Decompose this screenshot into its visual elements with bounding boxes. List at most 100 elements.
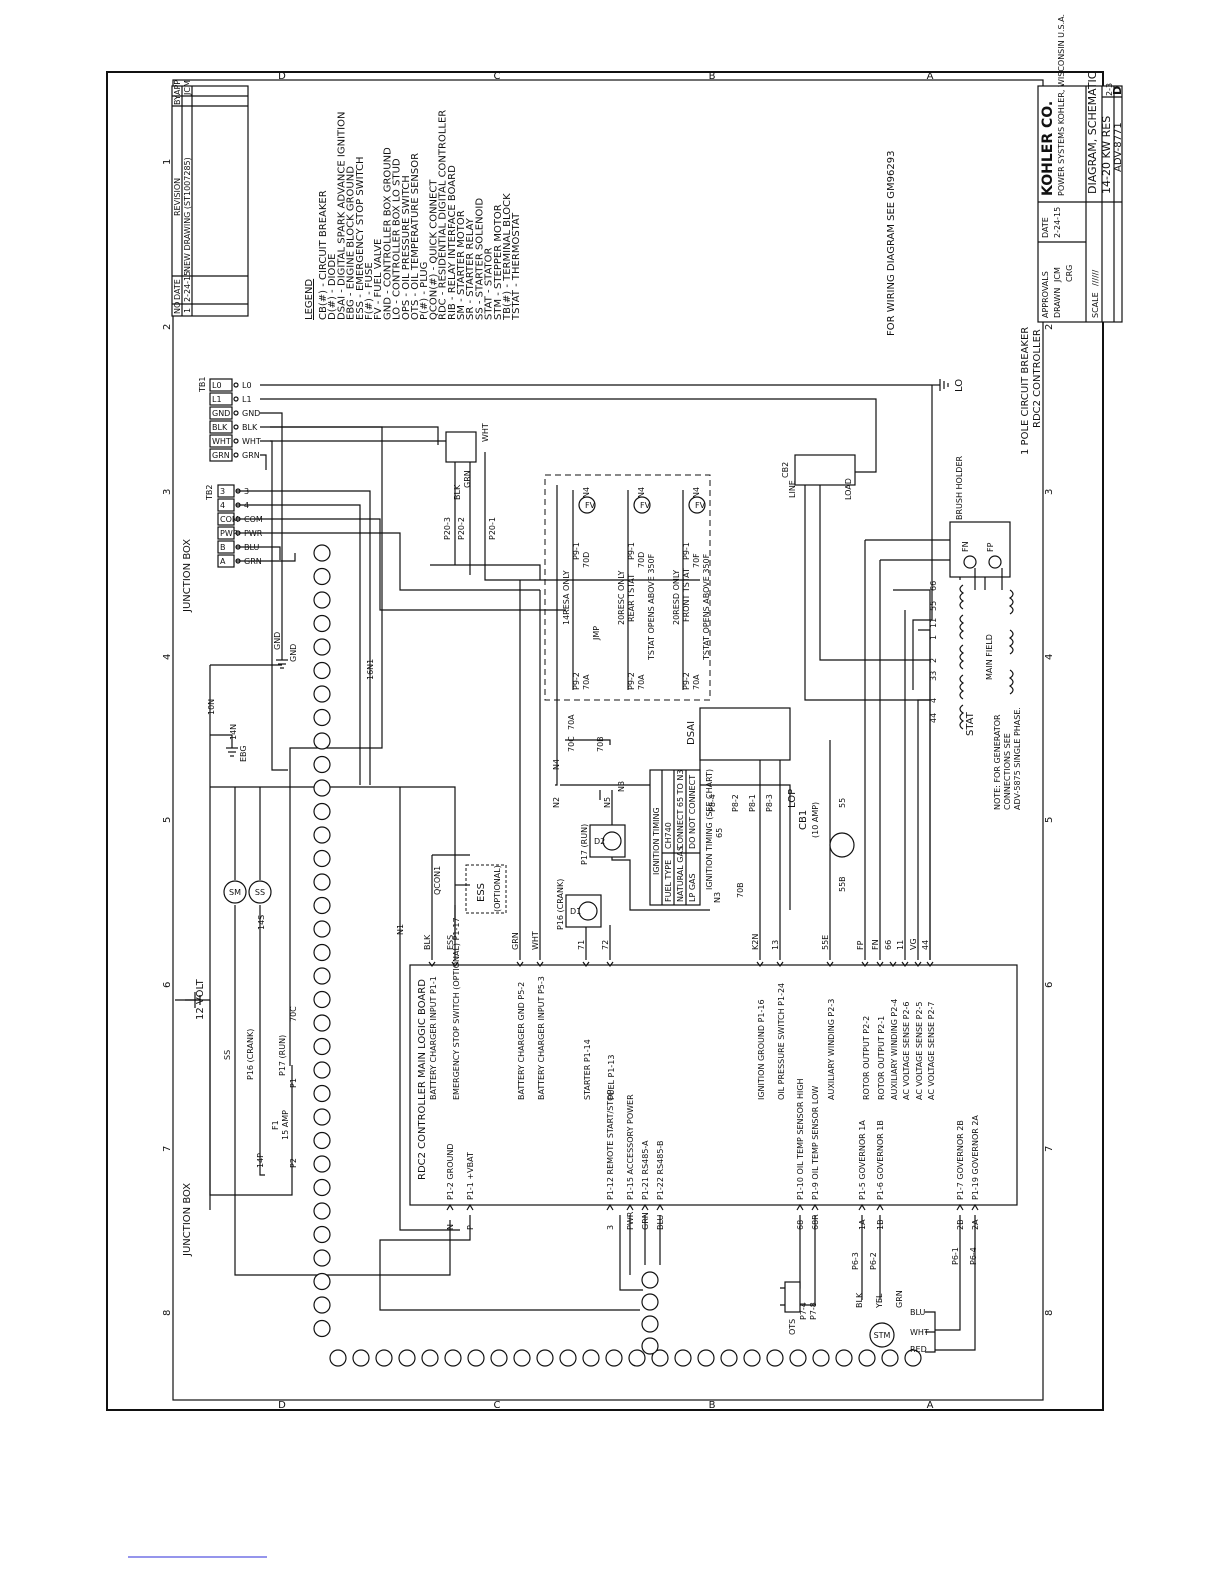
stator-tap-label: 44	[929, 713, 938, 723]
wire-p2: P2	[289, 1158, 298, 1168]
p8-1-label: P8-1	[748, 794, 757, 812]
stm-grn-label: GRN	[895, 1290, 904, 1308]
legend-item: TSTAT - THERMOSTAT	[511, 212, 522, 321]
controller-bottom-pin: P1-22 RS485-B	[656, 1140, 665, 1200]
legend-item: EBG - ENGINE BLOCK GROUND	[346, 166, 357, 320]
fuel-wire-c: N4	[637, 487, 646, 498]
controller-bottom-pin: P1-9 OIL TEMP SENSOR LOW	[811, 1086, 820, 1200]
rev-row-desc: NEW DRAWING (ST1007285)	[183, 157, 192, 272]
main-field-label: MAIN FIELD	[985, 634, 994, 680]
controller-top-wire: FP	[856, 940, 865, 950]
legend-item: ESS - EMERGENCY STOP SWITCH	[355, 156, 366, 320]
fuel-wire-b: 70D	[637, 552, 646, 568]
emergency-stop-switch: QCON1 ESS (OPTIONAL)	[433, 864, 507, 914]
zone-bottom-a: A	[927, 1400, 934, 1411]
legend-item: RDC - RESIDENTIAL DIGITAL CONTROLLER	[438, 110, 449, 320]
cable-link	[641, 1293, 659, 1311]
fuel-plug-b: P9-1	[682, 542, 691, 560]
legend-item: OPS - OIL PRESSURE SWITCH	[401, 175, 412, 320]
terminal-b	[217, 540, 235, 554]
cable-link	[720, 1349, 738, 1367]
stepper-motor: STM BLU WHT RED	[869, 1308, 936, 1354]
title-line2: 14-20 KW RES	[1100, 116, 1113, 194]
stat-note-2: CONNECTIONS SEE	[1003, 733, 1012, 810]
gnd-label: GND	[289, 644, 298, 662]
ground-symbol-ebg	[226, 747, 238, 757]
controller-bottom-pin: P1-10 OIL TEMP SENSOR HIGH	[796, 1078, 805, 1200]
controller-bottom-pin: P1-15 ACCESSORY POWER	[626, 1094, 635, 1200]
ebg-label: EBG	[239, 745, 248, 762]
controller-bottom-pin: P1-12 REMOTE START/STOP	[606, 1090, 615, 1200]
cable-link	[835, 1349, 853, 1367]
controller-bottom-wire: BLU	[656, 1214, 665, 1230]
zone-right-3: 3	[1044, 489, 1055, 495]
outer-frame	[106, 71, 1104, 1411]
cable-link	[313, 1061, 331, 1079]
p17-run-label: P17 (RUN)	[278, 1035, 287, 1076]
wire-network	[185, 384, 986, 1367]
starter-solenoid: SS	[248, 880, 272, 904]
terminal-label: L0	[212, 381, 222, 390]
fuel-valve-label: FV	[640, 501, 651, 510]
controller-top-wire: VG	[909, 938, 918, 950]
cable-link	[313, 1249, 331, 1267]
controller-top-pin: OIL PRESSURE SWITCH P1-24	[777, 983, 786, 1100]
terminal-label: WHT	[212, 437, 231, 446]
controller-top-wire: BLK	[423, 934, 432, 950]
cable-link	[313, 826, 331, 844]
inner-frame	[172, 79, 1044, 1401]
wire-70b: 70B	[736, 882, 745, 898]
controller-top-pin: BATTERY CHARGER INPUT P5-3	[537, 976, 546, 1100]
cable-link	[789, 1349, 807, 1367]
date-label: DATE	[1041, 217, 1050, 238]
controller-bottom-wire: N	[446, 1224, 455, 1230]
sheet-number: 2-3	[1105, 83, 1114, 96]
fuel-box-sub: REAR TSTAT	[627, 574, 636, 622]
fuel-box-note: TSTAT OPENS ABOVE 350F	[702, 553, 711, 661]
drawn-by: JCM	[1053, 267, 1062, 283]
ignition-row1-value: CONNECT 65 TO N3	[676, 770, 685, 849]
circuit-breaker-cb1: CB1 (10 AMP) 55 55B	[798, 798, 855, 892]
company-name: KOHLER CO.	[1040, 101, 1056, 196]
terminal-wire-label: L1	[242, 395, 252, 404]
terminal-label: BLK	[212, 423, 228, 432]
cable-link	[313, 591, 331, 609]
wire-gnd: GND	[273, 632, 282, 650]
stm-wht-label: WHT	[910, 1328, 929, 1337]
legend-item: SS - STARTER SOLENOID	[474, 198, 485, 320]
ignition-head-fuel: FUEL TYPE	[664, 860, 673, 902]
brush-holder: BRUSH HOLDER FN FP	[949, 455, 1011, 578]
cable-link	[329, 1349, 347, 1367]
cable-link	[313, 661, 331, 680]
zone-right-8: 8	[1044, 1310, 1055, 1316]
cable-link	[559, 1349, 577, 1367]
terminal-gnd	[209, 406, 233, 420]
zone-left-1: 1	[162, 159, 173, 165]
fuel-jmp: JMP	[592, 626, 601, 641]
rev-row-no: 1	[183, 308, 192, 313]
p20-wht-label: WHT	[481, 423, 490, 442]
stator-tap-label: 33	[929, 671, 938, 681]
cable-link	[313, 943, 331, 962]
controller-bottom-pin: P1-19 GOVERNOR 2A	[971, 1115, 980, 1200]
controller-top-wire: WHT	[531, 931, 540, 950]
stator-tap-label: 1	[929, 635, 938, 640]
legend-item: SM - STARTER MOTOR	[456, 210, 467, 320]
ignition-row2-value: DO NOT CONNECT	[688, 775, 697, 849]
cb2-note-2: RDC2 CONTROLLER	[1032, 329, 1043, 428]
terminal-com	[217, 512, 235, 526]
terminal-grn	[209, 448, 233, 462]
controller-top-wire: 66	[884, 940, 893, 950]
stm-blu-label: BLU	[910, 1308, 926, 1317]
controller-top-wire: FN	[871, 939, 880, 950]
wire-70a: 70A	[567, 714, 576, 730]
fuel-wire-a: 70A	[692, 674, 701, 690]
rev-head-no: NO	[173, 302, 182, 314]
junction-box-label-2: JUNCTION BOX	[182, 1183, 193, 1257]
legend-item: LO - CONTROLLER BOX LO STUD	[392, 158, 403, 320]
cable-link	[421, 1349, 439, 1367]
controller-top-pin: BATTERY CHARGER INPUT P1-1	[429, 976, 438, 1100]
controller-top-pin: EMERGENCY STOP SWITCH (OPTIONAL) P1-17	[452, 917, 461, 1100]
stator-tap-label: 4	[929, 698, 938, 703]
